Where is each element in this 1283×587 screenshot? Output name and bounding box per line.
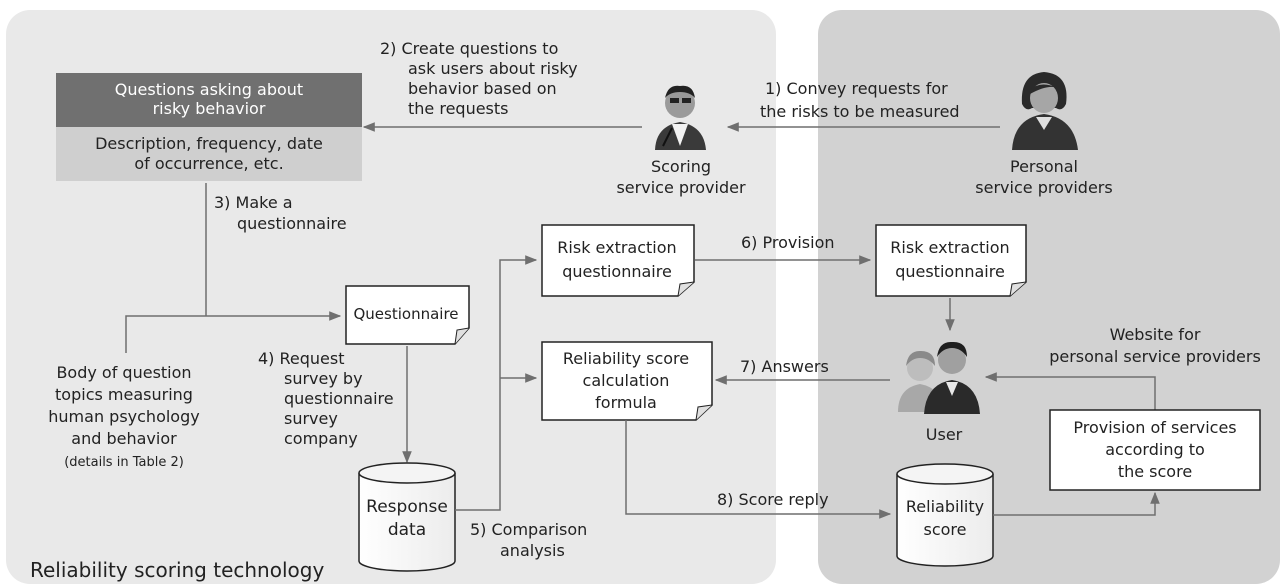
svg-text:Website for: Website for xyxy=(1110,325,1201,344)
personal-provider-icon xyxy=(1012,72,1078,150)
arrow-step-5-risk xyxy=(455,255,538,511)
scoring-provider-icon xyxy=(655,85,706,150)
reliability-score-db: Reliability score xyxy=(896,463,994,567)
formula-doc: Reliability score calculation formula xyxy=(541,341,713,421)
svg-text:Body of question: Body of question xyxy=(56,363,191,382)
step-5-label: 5) Comparison analysis xyxy=(470,520,587,560)
arrow-step-8 xyxy=(625,420,892,519)
questions-box-body-2: of occurrence, etc. xyxy=(134,154,283,173)
step-8-label: 8) Score reply xyxy=(717,490,829,509)
scoring-provider-label-2: service provider xyxy=(616,178,745,197)
svg-text:Provision of services: Provision of services xyxy=(1073,418,1236,437)
svg-text:5) Comparison: 5) Comparison xyxy=(470,520,587,539)
svg-text:(details in Table 2): (details in Table 2) xyxy=(64,455,184,470)
questions-box-body-1: Description, frequency, date xyxy=(95,134,323,153)
svg-text:the score: the score xyxy=(1118,462,1192,481)
questions-box: Questions asking about risky behavior De… xyxy=(56,73,362,181)
step-7-label: 7) Answers xyxy=(740,357,829,376)
left-panel-label: Reliability scoring technology xyxy=(30,558,324,582)
svg-text:score: score xyxy=(924,520,967,539)
questions-box-title-1: Questions asking about xyxy=(115,80,303,99)
svg-text:Risk extraction: Risk extraction xyxy=(890,238,1009,257)
svg-text:Reliability: Reliability xyxy=(906,497,984,516)
step-3-label: 3) Make a questionnaire xyxy=(214,193,347,233)
svg-text:calculation: calculation xyxy=(583,371,670,390)
step-6-label: 6) Provision xyxy=(741,233,835,252)
svg-text:Questionnaire: Questionnaire xyxy=(353,305,458,323)
arrow-score-to-provision xyxy=(993,491,1160,516)
svg-text:3) Make a: 3) Make a xyxy=(214,193,293,212)
svg-text:Risk extraction: Risk extraction xyxy=(557,238,676,257)
step-1-label: 1) Convey requests for the risks to be m… xyxy=(760,79,960,121)
questions-box-title-2: risky behavior xyxy=(153,99,266,118)
personal-provider-label-2: service providers xyxy=(975,178,1112,197)
svg-text:the risks to be measured: the risks to be measured xyxy=(760,102,960,121)
svg-text:questionnaire: questionnaire xyxy=(895,262,1005,281)
svg-text:personal service providers: personal service providers xyxy=(1049,347,1261,366)
svg-text:ask users about risky: ask users about risky xyxy=(408,59,578,78)
svg-text:the requests: the requests xyxy=(408,99,509,118)
response-data-db: Response data xyxy=(358,462,456,572)
svg-text:data: data xyxy=(388,520,426,540)
risk-extraction-doc-left: Risk extraction questionnaire xyxy=(541,224,695,297)
user-label: User xyxy=(926,425,963,444)
user-icon xyxy=(898,341,980,414)
svg-text:formula: formula xyxy=(595,393,657,412)
svg-text:questionnaire: questionnaire xyxy=(237,214,347,233)
website-label: Website for personal service providers xyxy=(1049,325,1261,366)
personal-provider-label-1: Personal xyxy=(1010,157,1078,176)
svg-text:Response: Response xyxy=(366,497,448,517)
arrow-step-3 xyxy=(125,311,342,353)
arrow-website-to-user xyxy=(984,372,1156,410)
svg-text:analysis: analysis xyxy=(500,541,565,560)
svg-text:and behavior: and behavior xyxy=(71,429,177,448)
risk-extraction-doc-right: Risk extraction questionnaire xyxy=(875,224,1027,297)
svg-text:questionnaire: questionnaire xyxy=(562,262,672,281)
svg-text:2) Create questions to: 2) Create questions to xyxy=(380,39,558,58)
scoring-provider-label-1: Scoring xyxy=(651,157,711,176)
svg-text:topics measuring: topics measuring xyxy=(55,385,193,404)
svg-text:human psychology: human psychology xyxy=(48,407,199,426)
svg-text:survey: survey xyxy=(284,409,338,428)
step-4-label: 4) Request survey by questionnaire surve… xyxy=(258,349,394,448)
svg-text:1) Convey requests for: 1) Convey requests for xyxy=(765,79,948,98)
questionnaire-doc: Questionnaire xyxy=(345,285,470,345)
svg-text:survey by: survey by xyxy=(284,369,363,388)
step-2-label: 2) Create questions to ask users about r… xyxy=(380,39,578,118)
svg-text:4) Request: 4) Request xyxy=(258,349,345,368)
svg-text:questionnaire: questionnaire xyxy=(284,389,394,408)
svg-text:Reliability score: Reliability score xyxy=(563,349,689,368)
svg-text:behavior based on: behavior based on xyxy=(408,79,557,98)
body-of-topics: Body of question topics measuring human … xyxy=(48,363,199,470)
provision-box: Provision of services according to the s… xyxy=(1049,409,1261,491)
svg-text:according to: according to xyxy=(1105,440,1205,459)
svg-text:company: company xyxy=(284,429,358,448)
